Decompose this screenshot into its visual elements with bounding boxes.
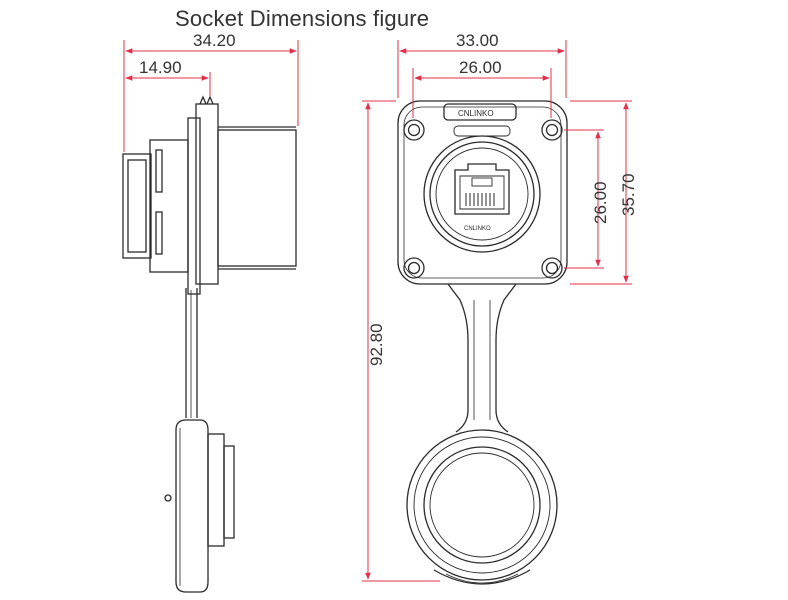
front-view [397, 100, 568, 585]
dim-overall-depth: 34.20 [193, 31, 236, 50]
front-flange [397, 100, 568, 285]
dim-total-length: 92.80 [367, 323, 386, 366]
mounting-hole-bottom-left [403, 257, 425, 279]
side-flange [187, 95, 219, 295]
dim-flange-height: 35.70 [619, 173, 638, 216]
logo-text-top: CNLINKO [458, 109, 494, 118]
receptacle [423, 135, 541, 253]
dust-cap [406, 429, 558, 585]
mounting-hole-top-left [403, 119, 425, 141]
side-cap-strap [185, 288, 198, 418]
dim-hole-vertical: 26.00 [591, 181, 610, 224]
figure-title: Socket Dimensions figure [175, 6, 430, 31]
side-front-body [217, 126, 297, 270]
side-cap [164, 419, 235, 593]
mounting-hole-bottom-right [541, 257, 563, 279]
logo-text-center: CNLINKO [464, 226, 491, 232]
mounting-hole-top-right [541, 119, 563, 141]
dim-hole-horizontal: 26.00 [459, 58, 502, 77]
side-dimensions [123, 40, 299, 152]
front-cap-strap [447, 283, 517, 433]
dim-overall-width: 33.00 [456, 31, 499, 50]
side-latch-slots [155, 149, 163, 255]
side-view [122, 95, 297, 593]
dim-rear-depth: 14.90 [139, 58, 182, 77]
rj45-jack [454, 163, 510, 215]
front-dimensions [362, 40, 632, 582]
